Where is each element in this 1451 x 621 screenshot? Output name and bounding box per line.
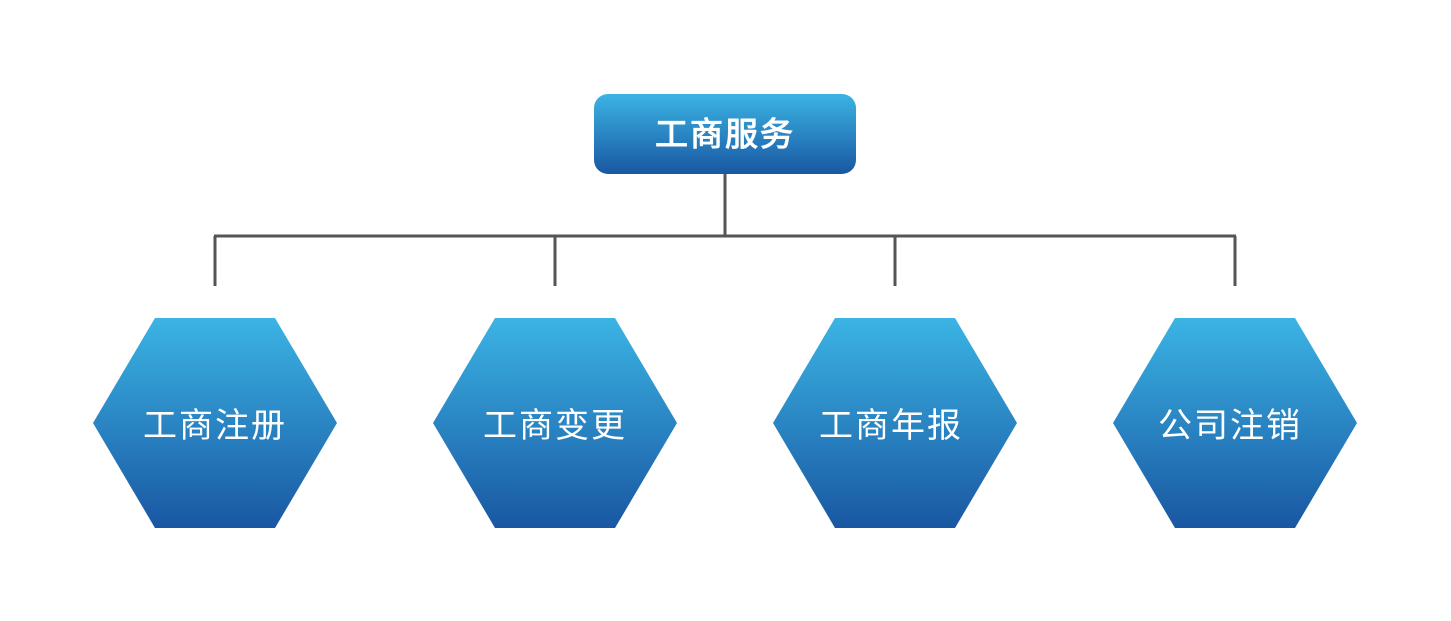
child-node-2: 工商变更 — [433, 318, 677, 528]
child-node-3: 工商年报 — [773, 318, 1017, 528]
child-node-hexagon — [1113, 318, 1357, 528]
root-node-label: 工商服务 — [655, 115, 795, 154]
child-node-hexagon — [433, 318, 677, 528]
child-node-1: 工商注册 — [93, 318, 337, 528]
child-node-hexagon — [93, 318, 337, 528]
child-node-label: 公司注销 — [1158, 406, 1302, 446]
root-node: 工商服务 — [594, 94, 856, 174]
root-node-box — [594, 94, 856, 174]
child-node-hexagon — [773, 318, 1017, 528]
child-node-label: 工商变更 — [483, 406, 627, 446]
child-node-4: 公司注销 — [1113, 318, 1357, 528]
child-node-label: 工商年报 — [819, 406, 963, 446]
connector-lines — [213, 174, 1237, 286]
child-node-label: 工商注册 — [143, 406, 287, 446]
